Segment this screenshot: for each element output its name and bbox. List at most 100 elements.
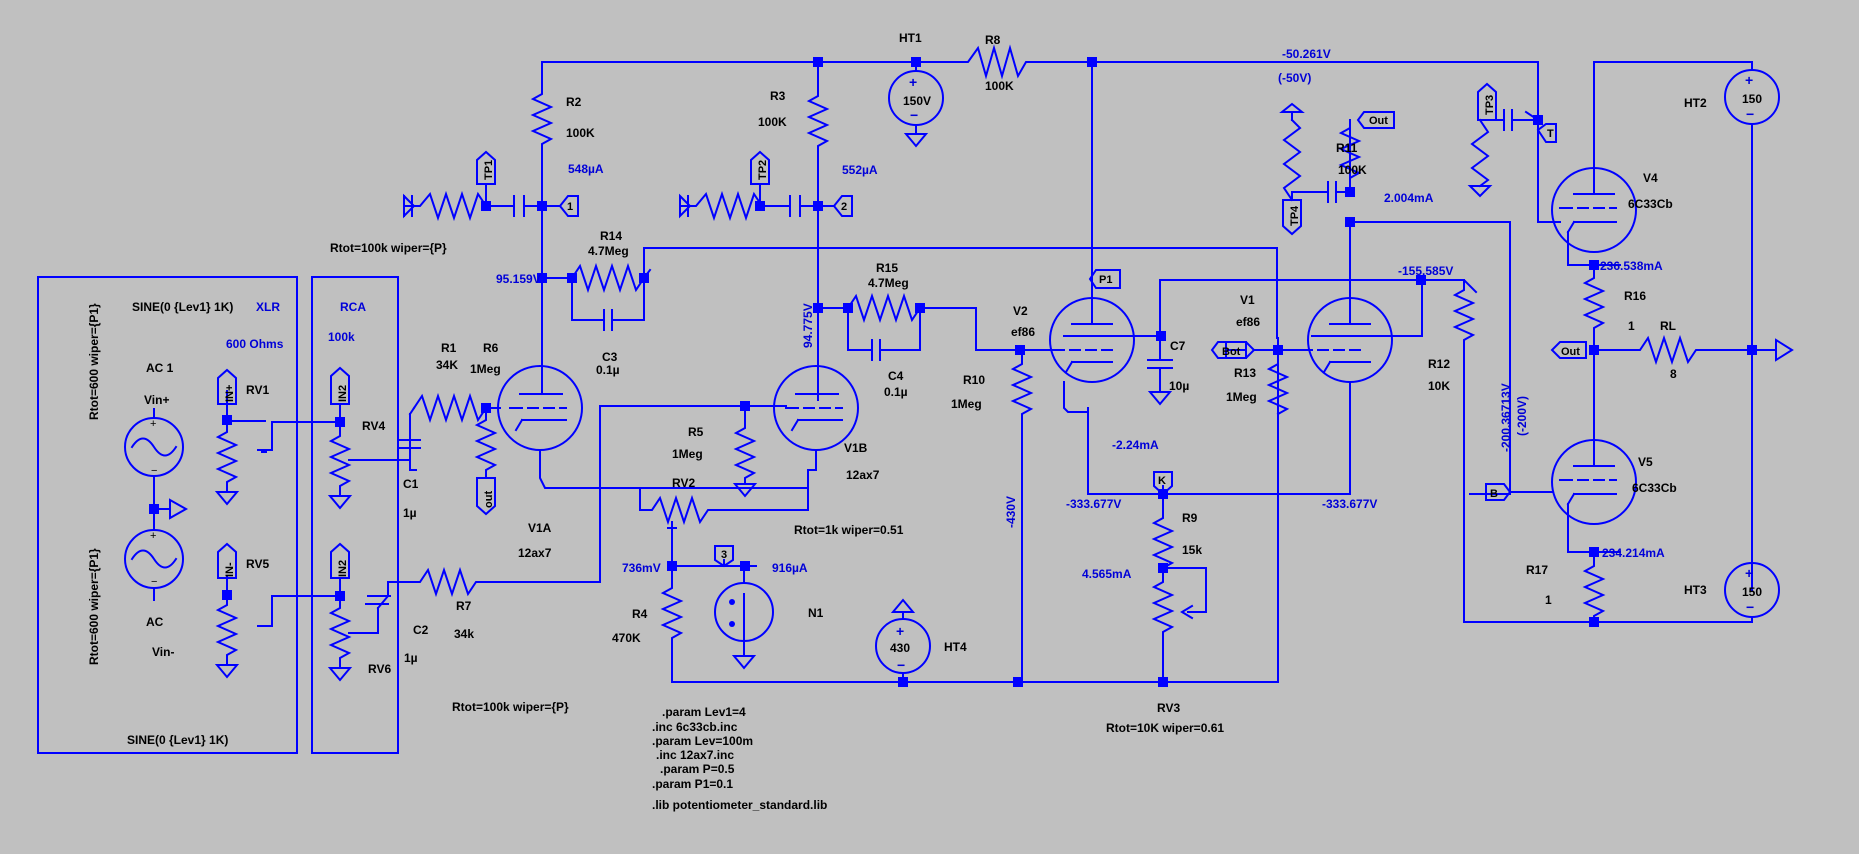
svg-text:.param Lev1=4: .param Lev1=4: [662, 705, 746, 719]
ht-rail-wire: [541, 44, 1539, 122]
r14-value: 4.7Meg: [588, 244, 629, 258]
v1b-triode: [744, 365, 859, 471]
svg-text:430: 430: [890, 641, 910, 655]
svg-text:2: 2: [841, 201, 847, 213]
svg-text:−: −: [1746, 599, 1754, 615]
svg-text:.inc 12ax7.inc: .inc 12ax7.inc: [656, 748, 734, 762]
flag-out-mid: Out: [1550, 341, 1587, 359]
cathode-v2: -333.677V: [1322, 497, 1377, 511]
c1-ref: C1: [403, 477, 419, 491]
svg-text:IN-: IN-: [224, 562, 236, 577]
flag-node3: 3: [714, 545, 734, 568]
rv3-ref: RV3: [1157, 701, 1180, 715]
svg-text:−: −: [910, 107, 918, 123]
r6-ref: R6: [483, 341, 499, 355]
r1-resistor: [412, 392, 488, 424]
n1-ref: N1: [808, 606, 824, 620]
flag-in2-top: IN2: [330, 366, 350, 405]
r1-ref: R1: [441, 341, 457, 355]
ht3-ref: HT3: [1684, 583, 1707, 597]
svg-text:+: +: [909, 74, 917, 90]
flag-out-top: Out: [1349, 111, 1395, 129]
ac-source-top: + −: [124, 417, 184, 477]
svg-text:T: T: [1547, 128, 1554, 140]
c3-value: 0.1µ: [596, 363, 620, 377]
ht4-ref: HT4: [944, 640, 967, 654]
r14-ref: R14: [600, 229, 622, 243]
c3-ref: C3: [602, 350, 618, 364]
v1-ref: V1: [1240, 293, 1255, 307]
flag-in-plus: IN+: [217, 368, 237, 405]
r8-value: 100K: [985, 79, 1014, 93]
xlr-pot-top-params: Rtot=600 wiper={P1}: [87, 303, 101, 420]
vin-minus-label: Vin-: [152, 645, 174, 659]
rv2-potentiometer: [639, 494, 721, 526]
rca-label: RCA: [340, 300, 366, 314]
cathode-v1: -333.677V: [1066, 497, 1121, 511]
flag-t: T: [1536, 123, 1557, 143]
ground-symbol-output: [1756, 338, 1794, 362]
r6-resistor: [474, 407, 498, 479]
rv4-potentiometer: [327, 421, 353, 510]
r5-value: 1Meg: [672, 447, 703, 461]
v2-value: ef86: [1011, 325, 1035, 339]
v1a-ref: V1A: [528, 521, 552, 535]
xlr-source-top-label: SINE(0 {Lev1} 1K): [132, 300, 233, 314]
c3-capacitor: [571, 277, 645, 331]
svg-text:+: +: [1745, 565, 1753, 581]
ac1-label: AC 1: [146, 361, 174, 375]
c4-capacitor: [847, 307, 921, 361]
flag-in-minus: IN-: [217, 542, 237, 579]
v4-triode: [1551, 61, 1753, 266]
r2-ref: R2: [566, 95, 582, 109]
feedback-wire: [643, 247, 1278, 339]
r4-ref: R4: [632, 607, 648, 621]
c7-value: 10µ: [1169, 379, 1189, 393]
ht3-source: + − 150: [1724, 562, 1780, 618]
rv6-label: RV6: [368, 662, 391, 676]
v1b-value: 12ax7: [846, 468, 880, 482]
r10-value: 1Meg: [951, 397, 982, 411]
v2-pentode: [1021, 297, 1161, 413]
r5-ref: R5: [688, 425, 704, 439]
svg-text:−: −: [151, 576, 157, 588]
svg-text:B: B: [1490, 488, 1498, 500]
r5-resistor: [732, 405, 758, 498]
svg-text:Out: Out: [1369, 115, 1388, 127]
flag-p1: P1: [1088, 269, 1121, 297]
v4-ref: V4: [1643, 171, 1658, 185]
r4-resistor: [660, 565, 684, 683]
r2-resistor: [530, 61, 554, 371]
rca-impedance: 100k: [328, 330, 355, 344]
svg-text:+: +: [150, 530, 156, 542]
r14-resistor: [541, 262, 652, 294]
c7-ref: C7: [1170, 339, 1186, 353]
rca-input-box: RCA 100k RV4 RV6: [311, 276, 399, 754]
tp3-probe: TP3: [1477, 82, 1497, 121]
ht-rail-voltage: -50.261V: [1282, 47, 1331, 61]
r16-resistor: [1582, 264, 1606, 351]
r6-value: 1Meg: [470, 362, 501, 376]
r11-ref: R11: [1336, 141, 1358, 155]
bottom-rail-wire: [671, 337, 1279, 683]
r8-ref: R8: [985, 33, 1001, 47]
spice-directives: .param Lev1=4 .inc 6c33cb.inc .param Lev…: [652, 705, 827, 812]
r9-current: 4.565mA: [1082, 567, 1132, 581]
v4-value: 6C33Cb: [1628, 197, 1673, 211]
svg-text:IN2: IN2: [337, 560, 349, 577]
c2-ref: C2: [413, 623, 429, 637]
ground-symbol-xlr: [158, 498, 189, 520]
svg-text:3: 3: [721, 549, 727, 561]
tp1-network: [403, 190, 543, 222]
xlr-label: XLR: [256, 300, 280, 314]
r3-current: 552µA: [842, 163, 878, 177]
svg-text:.inc 6c33cb.inc: .inc 6c33cb.inc: [652, 720, 738, 734]
flag-bot: Bot: [1210, 341, 1256, 359]
bias-voltage: -430V: [1004, 496, 1018, 528]
flag-in2-bottom: IN2: [330, 542, 350, 579]
rv4-wiper-wire: [348, 439, 411, 461]
ht2-source: + − 150: [1724, 69, 1780, 125]
rv6-potentiometer: [327, 595, 353, 682]
xlr-pot-bottom-params: Rtot=600 wiper={P1}: [87, 548, 101, 665]
svg-text:−: −: [151, 465, 157, 477]
